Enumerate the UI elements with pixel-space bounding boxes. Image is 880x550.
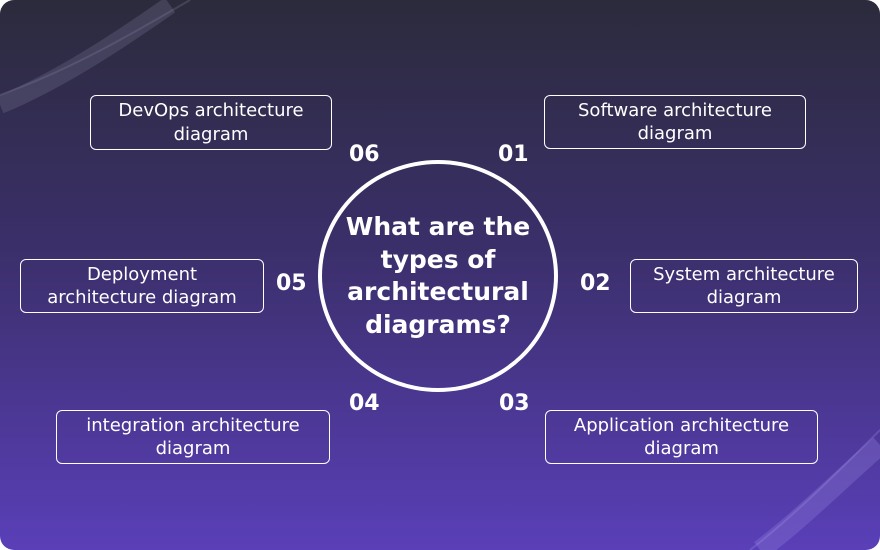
item-box-deployment: Deployment architecture diagram bbox=[20, 259, 264, 313]
item-box-software: Software architecture diagram bbox=[544, 95, 806, 149]
item-box-devops: DevOps architecture diagram bbox=[90, 95, 332, 150]
item-box-system: System architecture diagram bbox=[630, 259, 858, 313]
item-number-02: 02 bbox=[580, 271, 611, 296]
item-number-06: 06 bbox=[349, 142, 380, 167]
center-title: What are the types of architectural diag… bbox=[345, 212, 531, 339]
item-box-integration: integration architecture diagram bbox=[56, 410, 330, 464]
item-number-01: 01 bbox=[498, 142, 529, 167]
item-number-05: 05 bbox=[276, 271, 307, 296]
center-circle: What are the types of architectural diag… bbox=[318, 160, 558, 392]
item-number-04: 04 bbox=[349, 391, 380, 416]
item-number-03: 03 bbox=[499, 391, 530, 416]
item-box-application: Application architecture diagram bbox=[545, 410, 818, 464]
